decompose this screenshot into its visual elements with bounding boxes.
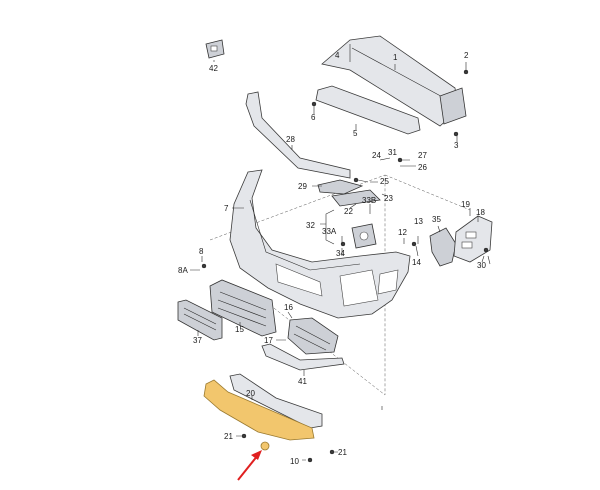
- part-18-side-bracket[interactable]: [453, 215, 493, 263]
- part-7-bumper-cover[interactable]: [229, 169, 411, 319]
- callout-19: 19: [461, 200, 470, 209]
- callout-2: 2: [464, 51, 469, 60]
- callout-21-left: 21: [224, 432, 233, 441]
- callout-26: 26: [418, 163, 427, 172]
- part-5-absorber[interactable]: [315, 85, 421, 135]
- callout-31: 31: [388, 148, 397, 157]
- part-42-bracket[interactable]: [205, 39, 225, 59]
- part-41-lower-strip[interactable]: [261, 343, 345, 371]
- callout-4: 4: [335, 51, 340, 60]
- part-20-spoiler[interactable]: [229, 373, 323, 429]
- callout-41: 41: [298, 377, 307, 386]
- callout-28: 28: [286, 135, 295, 144]
- callout-18: 18: [476, 208, 485, 217]
- callout-22: 22: [344, 207, 353, 216]
- callout-3: 3: [454, 141, 459, 150]
- highlighted-clip: [260, 441, 270, 451]
- callout-labels: 42 4 1 2 6 5 3 28 24 31 27 26 25 29 23 2…: [178, 51, 486, 466]
- callout-7: 7: [224, 204, 229, 213]
- callout-leader-lines: [190, 44, 491, 461]
- highlight-arrow: [237, 450, 262, 481]
- part-15-center-grille[interactable]: [209, 279, 277, 337]
- part-35-side-cover[interactable]: [429, 227, 457, 267]
- callout-8: 8: [199, 247, 204, 256]
- callout-1: 1: [393, 53, 398, 62]
- part-16-fog-grille[interactable]: [287, 317, 339, 355]
- callout-33a: 33A: [322, 227, 337, 236]
- callout-34: 34: [336, 249, 345, 258]
- callout-35: 35: [432, 215, 441, 224]
- part-28-upper-strip[interactable]: [245, 91, 351, 179]
- callout-33b: 33B: [362, 196, 376, 205]
- callout-27: 27: [418, 151, 427, 160]
- callout-20: 20: [246, 389, 255, 398]
- callout-17: 17: [264, 336, 273, 345]
- highlighted-undertray-body: [203, 379, 315, 441]
- assembly-frame-lines: [209, 174, 471, 396]
- part-29-bracket[interactable]: [317, 179, 364, 195]
- callout-23: 23: [384, 194, 393, 203]
- callout-42: 42: [209, 64, 218, 73]
- highlighted-undertray[interactable]: [203, 379, 315, 451]
- callout-15: 15: [235, 325, 244, 334]
- callout-6: 6: [311, 113, 316, 122]
- callout-12: 12: [398, 228, 407, 237]
- callout-13: 13: [414, 217, 423, 226]
- callout-37: 37: [193, 336, 202, 345]
- callout-32: 32: [306, 221, 315, 230]
- callout-10: 10: [290, 457, 299, 466]
- part-1-impact-beam[interactable]: [321, 35, 467, 127]
- callout-14: 14: [412, 258, 421, 267]
- callout-24: 24: [372, 151, 381, 160]
- callout-16: 16: [284, 303, 293, 312]
- part-37-side-grille[interactable]: [177, 299, 223, 341]
- callout-5: 5: [353, 129, 358, 138]
- callout-29: 29: [298, 182, 307, 191]
- part-22-bracket[interactable]: [331, 189, 381, 207]
- callout-25: 25: [380, 177, 389, 186]
- fastener-screws: [201, 69, 489, 463]
- callout-30: 30: [477, 261, 486, 270]
- callout-21-right: 21: [338, 448, 347, 457]
- callout-8a: 8A: [178, 266, 188, 275]
- part-32-bracket[interactable]: [351, 223, 377, 249]
